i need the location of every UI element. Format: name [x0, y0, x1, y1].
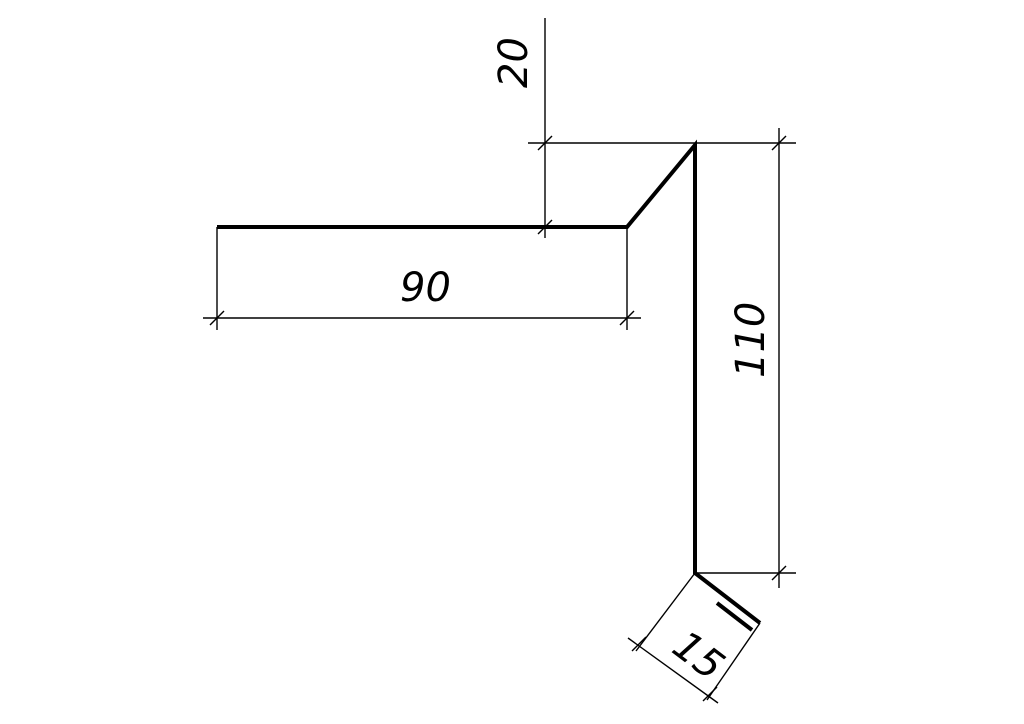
tick-mark	[619, 310, 635, 326]
dimension-label-15: 15	[664, 622, 732, 689]
dimension-20: 20	[491, 18, 695, 238]
tick-mark	[631, 636, 647, 652]
profile-outline	[217, 139, 762, 625]
dimension-label-110: 110	[728, 302, 774, 378]
dimension-label-20: 20	[491, 37, 537, 88]
dimension-15: 15	[627, 572, 761, 704]
tick-mark	[771, 565, 787, 581]
dimension-label-90: 90	[400, 265, 451, 311]
tick-mark	[537, 219, 553, 235]
hem-mark	[715, 601, 754, 632]
tick-mark	[537, 135, 553, 151]
dimension-90: 90	[203, 227, 641, 330]
tick-mark	[209, 310, 225, 326]
tick-mark	[771, 135, 787, 151]
tick-mark	[702, 686, 718, 702]
extension-line	[706, 622, 761, 701]
dimension-110: 110	[695, 128, 796, 588]
dimension-line	[627, 637, 719, 704]
